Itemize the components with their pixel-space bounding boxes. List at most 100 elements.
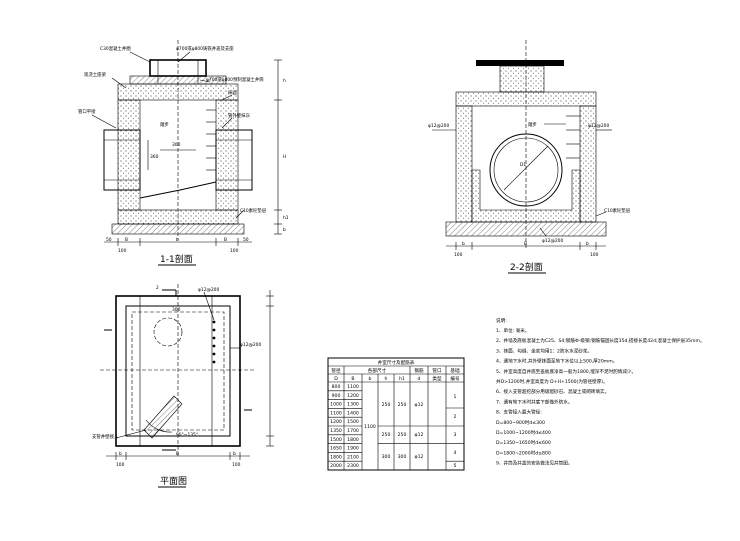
notes: 说明: 1、单位: 毫米。2、井墙及底板混凝土为C25、S4;钢筋Φ-级钢;钢筋… <box>496 317 705 467</box>
label-branch: 支管井壁接入 <box>92 433 119 440</box>
dim-50-left: 50 <box>106 237 112 243</box>
cell-d2: φ12 <box>415 432 424 438</box>
left-wall-2-2 <box>455 105 473 223</box>
section-1-1: C30混凝土井圈 φ700或φ800铸铁井盖及支座 φ700或φ800预制混凝土… <box>78 40 289 266</box>
dim-b-right-2-2: b <box>586 241 589 247</box>
sh-h1: h1 <box>399 376 405 382</box>
label-rebar-right-2-2: φ12@200 <box>588 123 609 129</box>
label-step-h: 360 <box>150 154 159 160</box>
plan-view: 2 φ12@200 φ12@200 300 支管井壁接入 90°~135° b … <box>92 284 274 488</box>
note-line: D=1000~1200时d≤400 <box>496 429 551 436</box>
note-line: D=800~900时d≤300 <box>496 419 545 426</box>
th-pipe: 管径 <box>331 367 341 374</box>
cell-D: 2000 <box>330 463 342 469</box>
note-line: 9、井筒及井盖的安装做法见井筒图。 <box>496 460 572 467</box>
label-base-2-2: C10素砼垫层 <box>604 207 631 214</box>
cell-B: 2300 <box>347 463 359 469</box>
sh-D: D <box>334 376 338 382</box>
note-line: 5、井室高度自井底至盖板底净高一般为1800,埋深不足时酌情减少。 <box>496 368 636 375</box>
cell-code-1: 1 <box>454 394 457 400</box>
dim-B-plan: B <box>176 451 179 457</box>
left-wall <box>117 99 141 211</box>
label-ring: φ700或φ800预制混凝土井筒 <box>206 76 264 83</box>
note-line: 2、井墙及底板混凝土为C25、S4;钢筋Φ-级钢;钢筋锚固长度35d,搭接长度4… <box>496 337 705 344</box>
note-line: 井D>1200时,井室高度为 D+H+1500(为管径壁厚)。 <box>496 378 608 385</box>
cell-B: 1200 <box>347 393 359 399</box>
sh-B: B <box>351 376 354 382</box>
table-rows: 800 1100 900 1200 1000 1300 1100 1400 1200 1500 13… <box>330 384 359 469</box>
cell-B: 1900 <box>347 446 359 452</box>
cell-code-5: 5 <box>454 463 457 469</box>
label-rebar-bottom-2-2: φ12@200 <box>542 238 563 244</box>
cell-b1: 250 <box>382 402 391 408</box>
th-mouth: 管口 <box>432 367 442 374</box>
dim-h1: h1 <box>283 215 289 221</box>
cell-B: 1100 <box>347 384 359 390</box>
shaft-2-2 <box>499 65 545 93</box>
th-rebar: 钢筋 <box>414 367 424 374</box>
pipe-right <box>215 129 253 191</box>
cell-h1-2: 250 <box>398 432 407 438</box>
label-cover: C30混凝土井圈 <box>100 45 131 52</box>
cell-code-3: 3 <box>454 432 457 438</box>
dim-b-left-plan: b <box>119 451 122 457</box>
cell-b3: 300 <box>382 454 391 460</box>
label-steps-2-2: 踏步 <box>528 121 537 128</box>
cell-B: 1300 <box>347 402 359 408</box>
title-section-2-2: 2-2剖面 <box>510 261 543 273</box>
ladder-steps <box>206 109 216 171</box>
label-angle: 90°~135° <box>176 432 198 438</box>
dim-B-left: B <box>125 237 128 243</box>
th-dims: 各部尺寸 <box>368 367 387 374</box>
cell-D: 1200 <box>330 419 342 425</box>
dim-B-right: B <box>224 237 227 243</box>
note-line: 7、遇有地下水时井底下部做外防水。 <box>496 398 572 405</box>
sh-b: b <box>369 376 372 382</box>
pipe-left <box>103 129 141 191</box>
note-line: 6、接入支管超挖部分用级配砂石、混凝土或砌砖填实。 <box>496 388 609 395</box>
cell-B: 1400 <box>347 410 359 416</box>
cover-2-2 <box>476 60 564 66</box>
cell-code-2: 2 <box>454 414 457 420</box>
dim-b-mid: b <box>176 237 179 243</box>
note-line: 8、支管接入最大管径: <box>496 409 542 416</box>
cell-B: 1800 <box>347 437 359 443</box>
sh-h: h <box>385 376 388 382</box>
note-line: D=1350~1650时d≤600 <box>496 439 551 446</box>
cell-B: 1500 <box>347 419 359 425</box>
table-title: 井室尺寸及配筋表 <box>378 359 415 366</box>
note-line: 4、遇地下水时,井外壁抹面至地下水位以上500,厚20mm。 <box>496 358 617 365</box>
note-line: 1、单位: 毫米。 <box>496 327 530 334</box>
cell-d1: φ12 <box>415 402 424 408</box>
cell-h1-1: 250 <box>398 402 407 408</box>
cell-B: 2100 <box>347 454 359 460</box>
label-base: C10素砼垫层 <box>240 207 267 214</box>
cell-D: 1800 <box>330 454 342 460</box>
cell-h1-3: 300 <box>398 454 407 460</box>
sh-code: 编号 <box>450 375 460 382</box>
cell-b2: 250 <box>382 432 391 438</box>
cell-D: 1350 <box>330 428 342 434</box>
label-pipe: 管口平接 <box>78 108 96 115</box>
cell-h-merged: 1100 <box>364 424 376 430</box>
label-mortar: 现浇土座梁 <box>84 71 107 78</box>
branch-pipe <box>143 395 183 439</box>
dim-b-right-plan: b <box>233 451 236 457</box>
dim-100-right-plan: 100 <box>232 462 241 468</box>
dim-B-2-2: B <box>524 241 527 247</box>
note-line: 3、抹面、勾缝、坐浆均用1：2防水水泥砂浆。 <box>496 347 592 354</box>
label-cover-spec: φ700或φ800铸铁井盖及支座 <box>176 45 234 52</box>
dim-100-right-2-2: 100 <box>590 252 599 258</box>
cell-D: 1100 <box>330 410 342 416</box>
dim-H: H <box>283 154 286 160</box>
label-steps: 踏步 <box>160 121 169 128</box>
cell-D: 900 <box>332 393 341 399</box>
dimension-table: 井室尺寸及配筋表 管径 各部尺寸 钢筋 管口 基础 D B b h h1 d 类… <box>327 357 465 471</box>
label-pipe-d: D1 <box>520 162 526 168</box>
cell-D: 800 <box>332 384 341 390</box>
cell-D: 1000 <box>330 402 342 408</box>
label-step-dim: 300 <box>172 142 181 148</box>
label-rebar-left-2-2: φ12@200 <box>428 123 449 129</box>
note-line: D=1800~2000时d≤800 <box>496 449 551 456</box>
